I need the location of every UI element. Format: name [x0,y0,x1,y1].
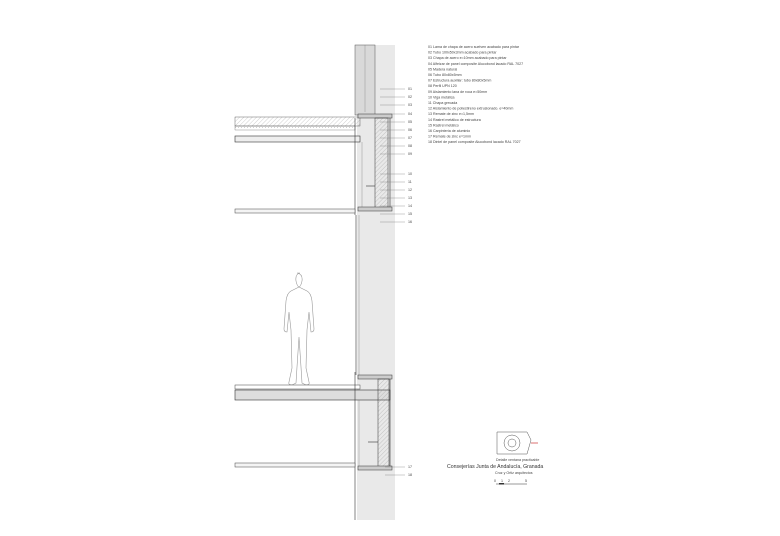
site-plan-icon [496,431,538,455]
callout: 14 [380,204,412,208]
callout: 05 [380,120,412,124]
upper-window-detail [354,113,393,215]
callout: 09 [380,152,412,156]
legend-item: 06 Tubo 80x80x5mm [428,73,462,77]
callout-label: 03 [408,103,412,107]
scale-label: 0 [494,479,496,483]
legend-item: 12 Aislamiento de poliestireno extrusion… [428,107,513,111]
upper-floor-slab [234,208,356,214]
legend-item: 03 Chapa de acero e=10mm acabado para pi… [428,56,507,60]
callout-label: 07 [408,136,412,140]
callout-label: 02 [408,95,412,99]
drawing-subtitle: Detalle ventana practicable [496,458,539,462]
lower-floor-slab [234,462,356,468]
legend-item: 13 Remate de zinc e=1,5mm [428,112,474,116]
legend-item: 04 Alfeizar de panel composite Alucobond… [428,62,523,66]
callout: 15 [380,212,412,216]
callout-label: 01 [408,87,412,91]
human-figure-icon [283,272,315,386]
scale-bar: 0 1 2 5 [494,479,527,485]
callout: 03 [380,103,412,107]
scale-label: 2 [508,479,510,483]
legend-item: 07 Estructura auxiliar: tubo 80x80x5mm [428,79,491,83]
callout-label: 12 [408,188,412,192]
drawing-author: Cruz y Ortiz arquitectos [495,471,533,475]
legend-item: 14 Rastrel metálico de estructura [428,118,481,122]
callout: 13 [380,196,412,200]
legend-item: 11 Chapa grecada [428,101,457,105]
callout: 08 [380,144,412,148]
callout-label: 16 [408,220,412,224]
roof-slab [234,116,361,143]
scale-label: 1 [501,479,503,483]
callout: 01 [380,87,412,91]
legend-item: 02 Tubo 100x50x3mm acabado para pintar [428,51,497,55]
callout-label: 15 [408,212,412,216]
callout: 06 [380,128,412,132]
legend-item: 01 Lama de chapa de acero suelven acabad… [428,45,520,49]
callout-label: 14 [408,204,412,208]
callout-label: 10 [408,172,412,176]
callout: 04 [380,112,412,116]
callout-label: 04 [408,112,412,116]
callout-label: 13 [408,196,412,200]
callout: 10 [380,172,412,176]
legend-item: 17 Remate de zinc e=1mm [428,135,471,139]
legend-item: 18 Dintel de panel composite Alucobond l… [428,140,521,144]
callout-label: 09 [408,152,412,156]
legend-item: 08 Perfil UPN 120 [428,84,457,88]
callout: 17 [385,465,412,469]
lower-window-detail [354,372,393,520]
callout-label: 08 [408,144,412,148]
legend-item: 15 Rastrel metálico [428,123,459,127]
callout: 07 [380,136,412,140]
callout-label: 18 [408,473,412,477]
callout-label: 06 [408,128,412,132]
legend-item: 10 Viga metálica [428,95,455,99]
legend: 01 Lama de chapa de acero suelven acabad… [428,45,523,144]
drawing-title: Consejerías Junta de Andalucía, Granada [447,464,543,470]
callout-label: 11 [408,180,412,184]
legend-item: 16 Carpintería de aluminio [428,129,470,133]
callout: 02 [380,95,412,99]
callout: 11 [380,180,412,184]
callout-label: 17 [408,465,412,469]
title-block: Detalle ventana practicable Consejerías … [447,431,543,485]
callout: 16 [380,220,412,224]
legend-item: 09 Aislamiento lana de roca e=50mm [428,90,487,94]
callout: 12 [380,188,412,192]
callout: 18 [385,473,412,477]
legend-item: 05 Madera natural [428,67,457,71]
callouts-upper: 01 02 03 04 05 06 07 08 09 10 11 12 13 14 15 16 [380,87,412,224]
scale-label: 5 [525,479,527,483]
callout-label: 05 [408,120,412,124]
